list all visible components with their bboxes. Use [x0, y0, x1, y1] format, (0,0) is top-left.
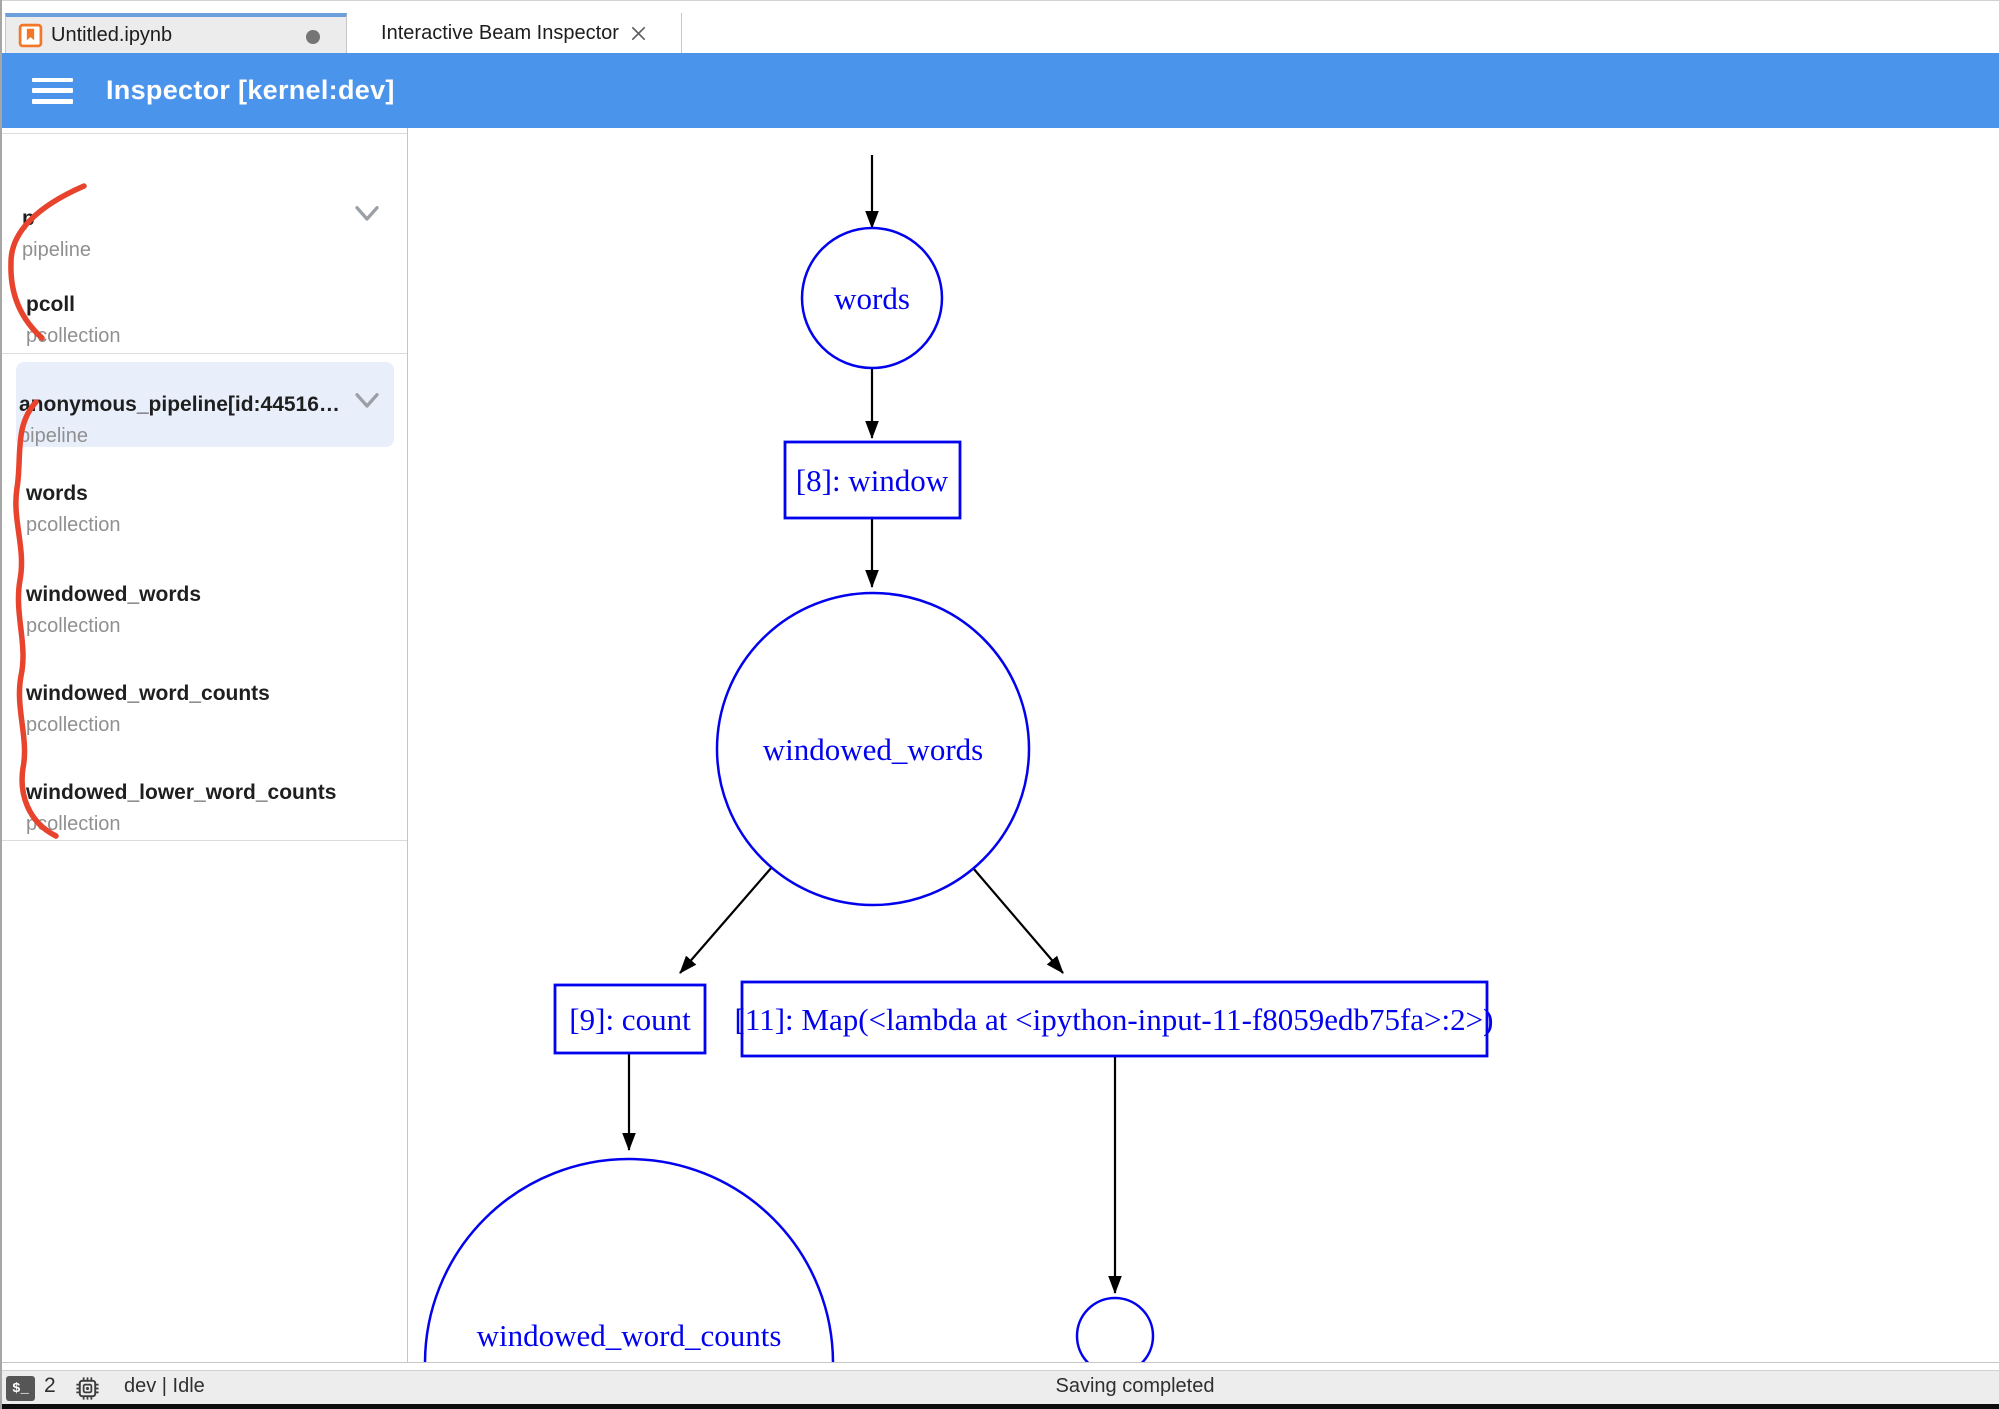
status-bar: $_ 2 dev | Idle Saving completed [2, 1370, 1999, 1404]
sidebar-divider [2, 353, 407, 354]
terminal-icon[interactable]: $_ [6, 1376, 35, 1401]
kernel-chip-icon[interactable] [74, 1375, 101, 1402]
graph-node-window-transform: [8]: window [783, 440, 962, 520]
sidebar-divider [2, 840, 407, 841]
item-name: p [22, 207, 35, 230]
item-name: anonymous_pipeline[id:44516… [19, 393, 340, 416]
svg-text:windowed_words: windowed_words [763, 732, 983, 767]
sidebar-item-windowed-words[interactable]: windowed_words pcollection [2, 582, 431, 639]
save-status-message: Saving completed [1055, 1375, 1215, 1397]
item-type: pcollection [26, 325, 121, 347]
tabbar-top-border [2, 0, 1999, 1]
graph-node-windowed-words: windowed_words [715, 591, 1031, 907]
tab-label: Untitled.ipynb [51, 23, 173, 46]
graph-node-clipped-output [1075, 1296, 1155, 1362]
svg-text:windowed_word_counts: windowed_word_counts [477, 1318, 782, 1353]
edge-windowed-words-to-map [972, 867, 1064, 974]
hamburger-menu-icon[interactable] [32, 77, 73, 104]
sidebar-divider [2, 133, 407, 134]
graph-node-words: words [800, 226, 944, 370]
tab-interactive-beam-inspector[interactable]: Interactive Beam Inspector [348, 13, 682, 53]
pipeline-dag-graph: words [8]: window windowed_words [9]: co… [423, 155, 1494, 1362]
sidebar-item-windowed-lower-word-counts[interactable]: windowed_lower_word_counts pcollection [2, 780, 431, 837]
inspector-header: Inspector [kernel:dev] [2, 53, 1999, 128]
svg-text:[9]: count: [9]: count [569, 1002, 691, 1037]
tab-untitled-notebook[interactable]: Untitled.ipynb [5, 13, 347, 53]
edge-windowed-words-to-count [679, 866, 773, 974]
selected-item-highlight [16, 362, 394, 447]
window-bottom-edge [2, 1404, 1999, 1409]
item-type: pipeline [19, 425, 88, 447]
svg-text:[8]: window: [8]: window [796, 463, 949, 498]
sidebar-item-windowed-word-counts[interactable]: windowed_word_counts pcollection [2, 681, 431, 738]
sidebar-item-pcoll[interactable]: pcoll pcollection [2, 292, 431, 349]
tab-label: Interactive Beam Inspector [381, 21, 619, 44]
item-name: words [26, 482, 88, 505]
item-type: pipeline [22, 239, 91, 261]
graph-node-windowed-word-counts: windowed_word_counts [423, 1157, 835, 1362]
item-type: pcollection [26, 714, 121, 736]
item-name: windowed_word_counts [26, 682, 270, 705]
item-name: pcoll [26, 293, 76, 316]
inspector-title: Inspector [kernel:dev] [106, 75, 395, 105]
item-type: pcollection [26, 813, 121, 835]
svg-text:words: words [834, 281, 910, 316]
item-name: windowed_words [26, 583, 202, 606]
notebook-icon [18, 23, 43, 47]
graph-node-count-transform: [9]: count [553, 983, 707, 1055]
canvas-bottom-border [2, 1362, 1999, 1363]
pipeline-sidebar: p pipeline pcoll pcollection anonymous_p… [2, 128, 408, 1362]
close-icon[interactable] [629, 24, 648, 43]
sidebar-item-words[interactable]: words pcollection [2, 481, 431, 538]
terminals-count[interactable]: 2 [44, 1374, 56, 1397]
item-name: windowed_lower_word_counts [26, 781, 337, 804]
item-type: pcollection [26, 615, 121, 637]
item-type: pcollection [26, 514, 121, 536]
chevron-down-icon[interactable] [352, 391, 382, 411]
graph-node-map-transform: [11]: Map(<lambda at <ipython-input-11-f… [735, 980, 1494, 1058]
chevron-down-icon[interactable] [352, 204, 382, 224]
svg-text:[11]: Map(<lambda at <ipython-: [11]: Map(<lambda at <ipython-input-11-f… [735, 1002, 1494, 1037]
kernel-status-indicator[interactable]: dev | Idle [124, 1375, 205, 1397]
unsaved-changes-dot[interactable] [306, 30, 320, 44]
